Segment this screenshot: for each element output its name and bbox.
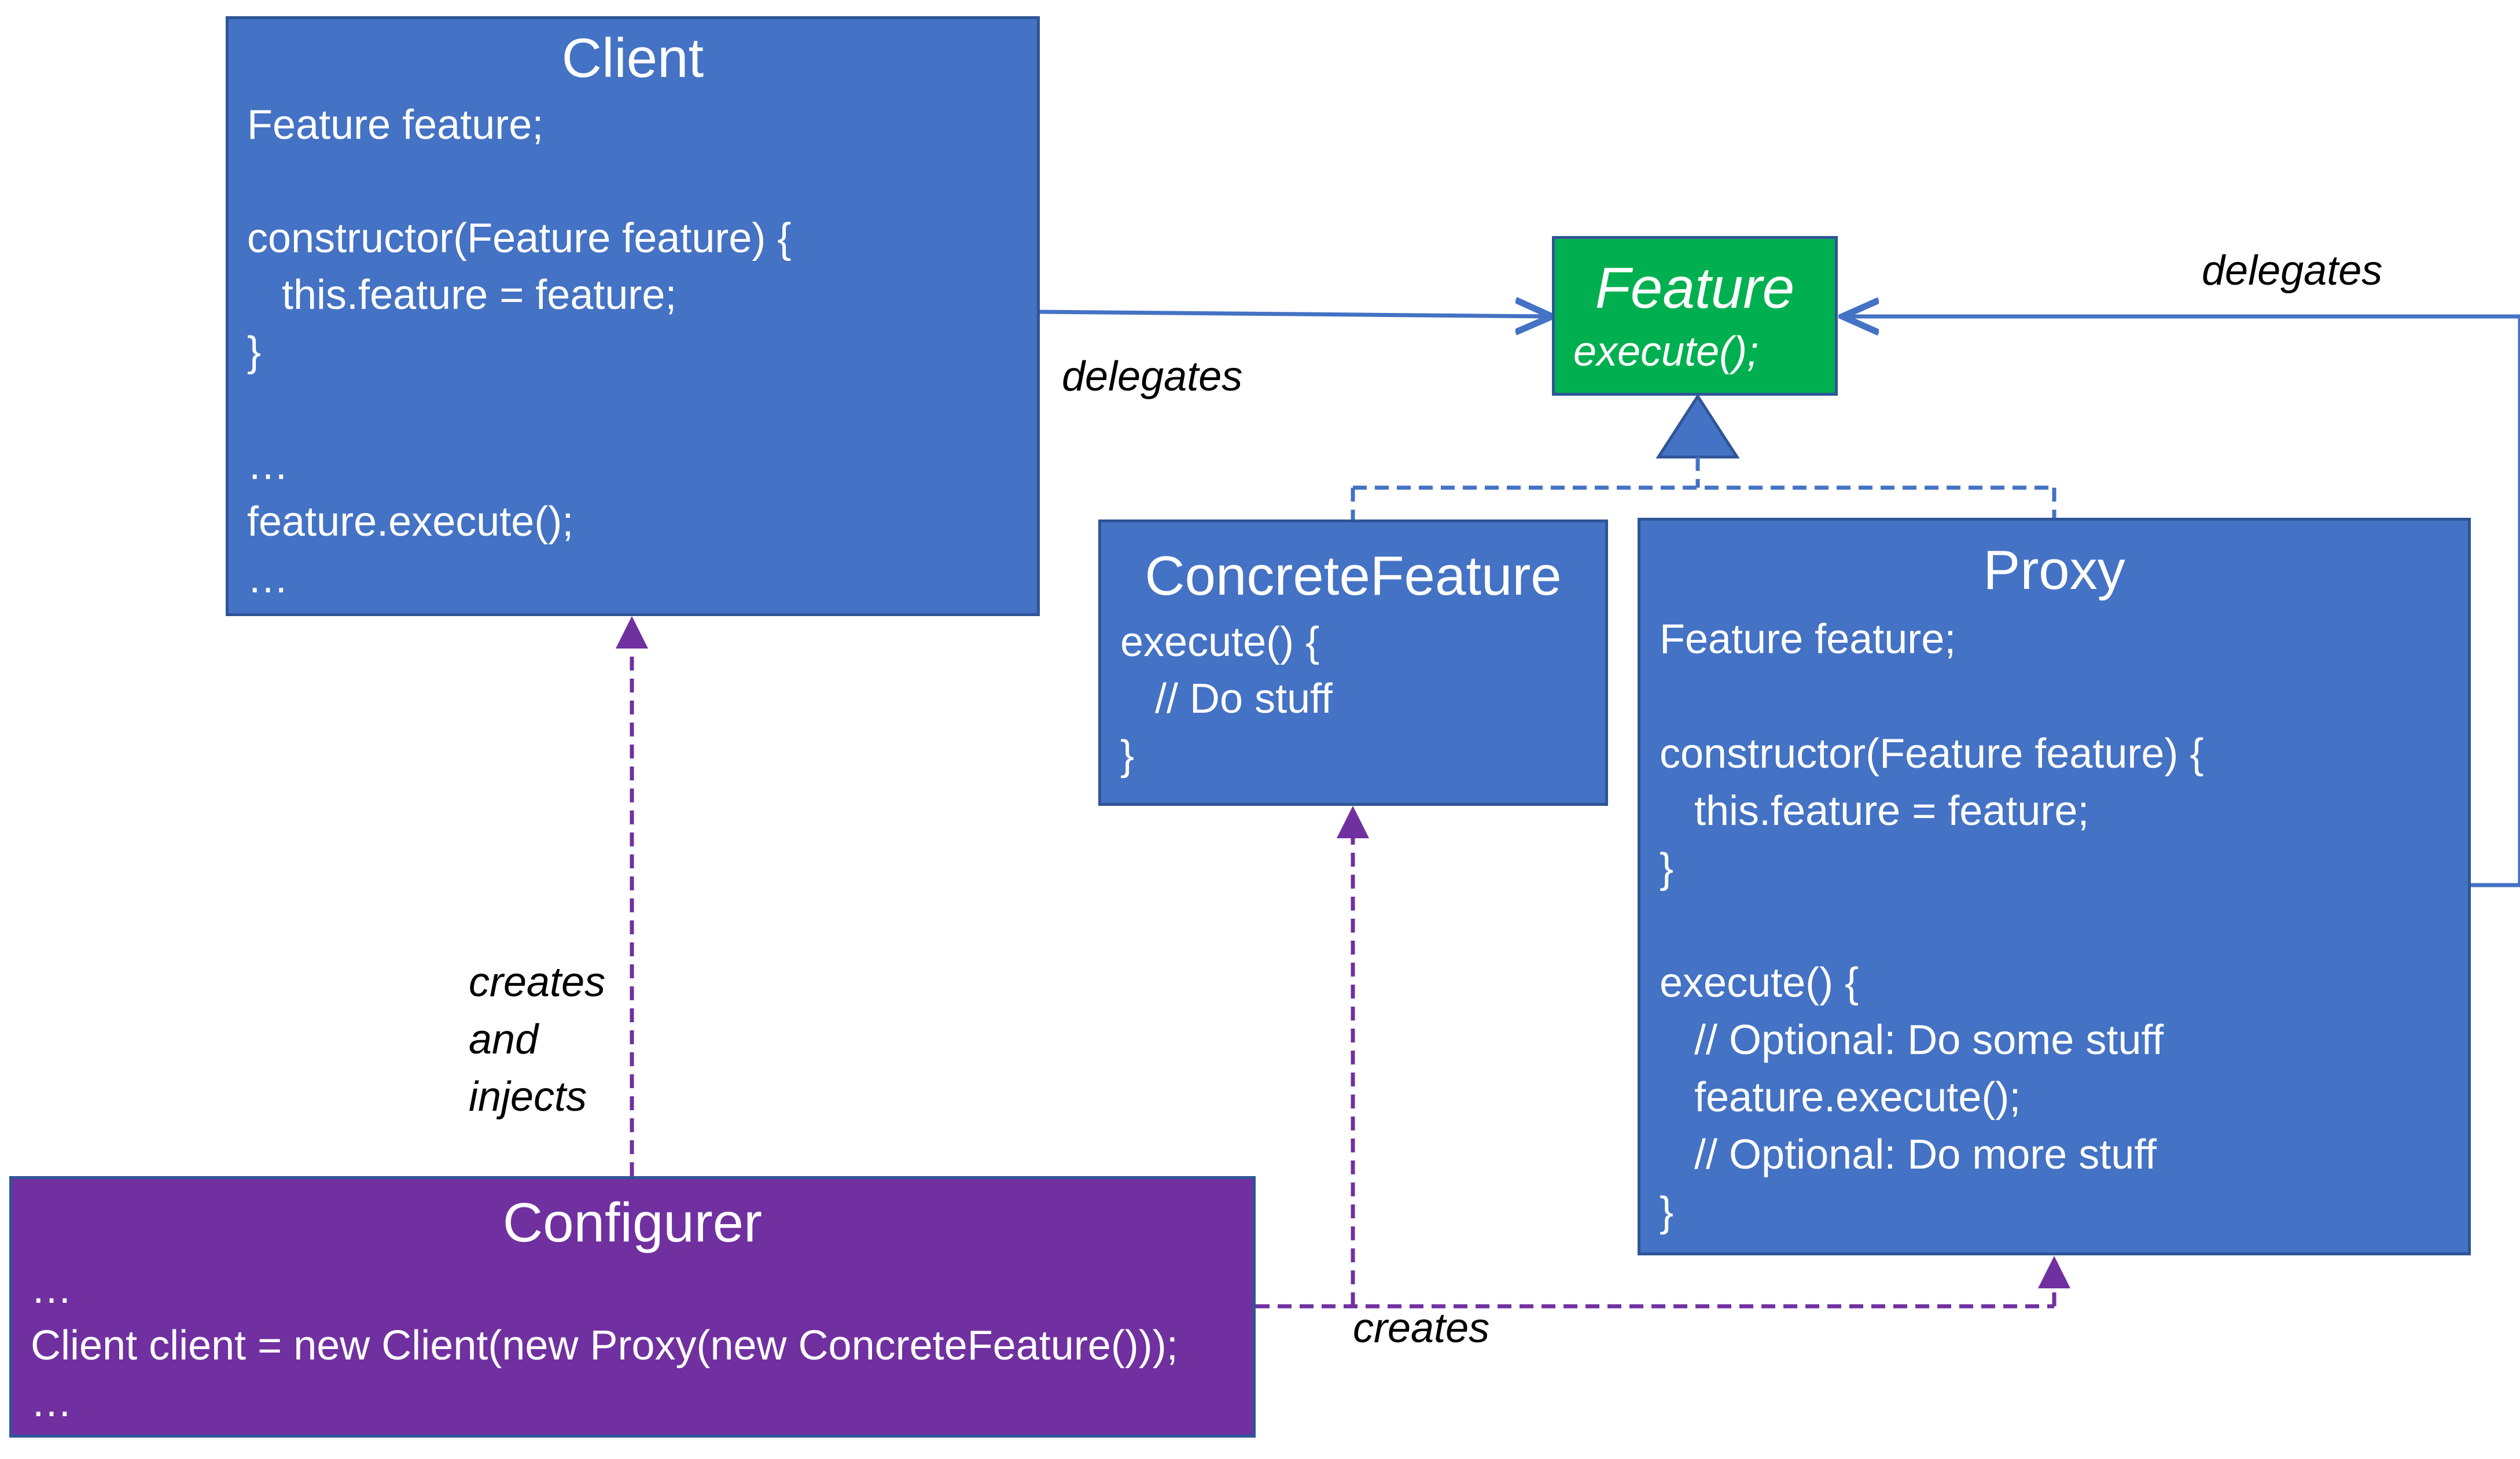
client-class-box: Client Feature feature; constructor(Feat…: [226, 16, 1040, 616]
concrete-feature-line-2: // Do stuff: [1120, 676, 1333, 722]
proxy-line-5: }: [1660, 845, 1674, 891]
creates-label: creates: [1353, 1305, 1490, 1351]
feature-method: execute();: [1573, 329, 1759, 375]
proxy-delegates-arrow: [1842, 316, 2520, 887]
delegates-label-client: delegates: [1062, 353, 1243, 400]
client-delegates-arrow: [1039, 312, 1552, 316]
client-line-1: Feature feature;: [247, 102, 544, 148]
realization-triangle: [1656, 393, 1740, 459]
concrete-feature-title: ConcreteFeature: [1145, 545, 1562, 607]
proxy-line-11: }: [1660, 1189, 1674, 1235]
client-line-7: …: [247, 442, 289, 488]
configurer-line-3: …: [31, 1379, 72, 1425]
client-line-4: this.feature = feature;: [247, 272, 677, 318]
proxy-line-3: constructor(Feature feature) {: [1660, 731, 2204, 777]
client-line-3: constructor(Feature feature) {: [247, 215, 792, 261]
proxy-class-box: Proxy Feature feature; constructor(Featu…: [1638, 518, 2471, 1255]
proxy-line-9: feature.execute();: [1660, 1074, 2021, 1121]
client-line-9: …: [247, 555, 289, 602]
feature-interface-box: Feature execute();: [1552, 236, 1838, 396]
client-line-8: feature.execute();: [247, 499, 574, 545]
client-line-5: }: [247, 329, 262, 375]
configurer-title: Configurer: [502, 1192, 763, 1254]
concrete-feature-class-box: ConcreteFeature execute() { // Do stuff …: [1098, 520, 1608, 806]
proxy-line-7: execute() {: [1660, 960, 1859, 1006]
creates-injects-label-3: injects: [469, 1074, 587, 1120]
concrete-feature-line-1: execute() {: [1120, 619, 1320, 665]
proxy-line-1: Feature feature;: [1660, 616, 1956, 662]
proxy-line-8: // Optional: Do some stuff: [1660, 1017, 2164, 1063]
proxy-line-4: this.feature = feature;: [1660, 788, 2089, 834]
proxy-line-10: // Optional: Do more stuff: [1660, 1132, 2157, 1178]
configurer-line-2: Client client = new Client(new Proxy(new…: [31, 1322, 1178, 1369]
proxy-title: Proxy: [1983, 539, 2125, 601]
feature-title: Feature: [1595, 256, 1795, 320]
concrete-feature-line-3: }: [1120, 732, 1135, 779]
configurer-box: Configurer … Client client = new Client(…: [9, 1176, 1256, 1438]
client-title: Client: [561, 27, 704, 89]
creates-injects-label-2: and: [469, 1016, 539, 1063]
creates-injects-label-1: creates: [469, 959, 606, 1005]
configurer-line-1: …: [31, 1266, 72, 1312]
delegates-label-proxy: delegates: [2202, 248, 2383, 294]
